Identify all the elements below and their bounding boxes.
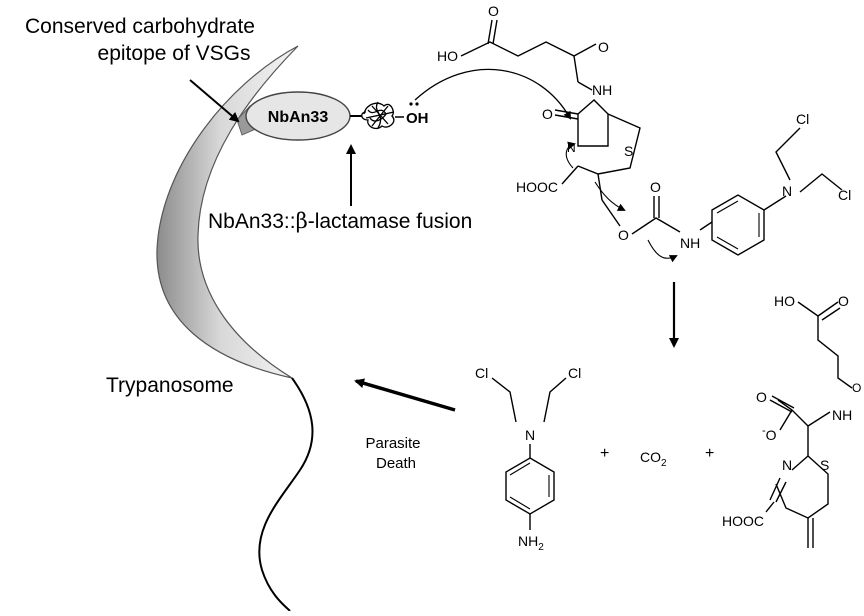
atom-hooc: HOOC [516, 179, 558, 195]
atom-cl: Cl [568, 365, 581, 381]
atom-s: S [624, 143, 633, 159]
trypanosome-label: Trypanosome [106, 374, 234, 397]
plus-sign: + [600, 445, 609, 462]
parasite-death-arrow [354, 378, 456, 412]
co2-sub: 2 [661, 458, 667, 469]
atom-nh: NH [680, 235, 700, 251]
atom-o: O [542, 106, 553, 122]
beta-lactamase-blob-icon [361, 101, 395, 130]
fusion-label-beta: β [296, 209, 308, 233]
atom-o: O [852, 381, 861, 395]
epitope-label-line1: Conserved carbohydrate [25, 15, 255, 38]
atom-o: O [838, 293, 849, 309]
atom-hooc: HOOC [722, 513, 764, 529]
co2-main: CO [640, 449, 661, 465]
atom-cl: Cl [838, 187, 851, 203]
trypanosome-flagellum [258, 377, 314, 612]
parasite-death-label-line1: Parasite [365, 435, 420, 452]
epitope-label-line2: epitope of VSGs [98, 42, 251, 65]
trypanosome-body [156, 45, 299, 379]
atom-ho: HO [774, 293, 795, 309]
trypanosome [156, 45, 314, 612]
lone-pair-dot [415, 102, 419, 106]
atom-o-neg: -O [762, 425, 777, 443]
o-neg-atom: O [766, 427, 777, 443]
atom-n: N [525, 427, 535, 443]
nucleophilic-attack-arrow [414, 68, 571, 120]
atom-n: N [782, 457, 792, 473]
o-neg-charge: - [762, 425, 766, 437]
co2-label: CO2 [640, 449, 667, 469]
fusion-label-post: -lactamase fusion [308, 210, 473, 233]
atom-o: O [598, 39, 609, 55]
atom-cl: Cl [475, 365, 488, 381]
atom-s: S [820, 457, 829, 473]
plus-sign: + [705, 445, 714, 462]
prodrug-structure: HO O O NH O N S HOOC O O NH N Cl Cl [437, 3, 851, 263]
fusion-label-pre: NbAn33:: [208, 210, 296, 233]
epitope-pointer-arrow [189, 79, 240, 123]
atom-o: O [618, 227, 629, 243]
atom-o: O [650, 179, 661, 195]
atom-nh: NH [592, 82, 612, 98]
atom-nh: NH [832, 407, 852, 423]
atom-ho: HO [437, 48, 458, 64]
nanobody-label: NbAn33 [268, 109, 329, 126]
lone-pair-dot [409, 102, 413, 106]
product-aniline-mustard: Cl Cl N NH2 [475, 365, 581, 553]
nh2-sub: 2 [538, 542, 544, 553]
nh2-main: NH [518, 533, 538, 549]
parasite-death-label-line2: Death [376, 455, 416, 472]
fusion-label: NbAn33::β-lactamase fusion [208, 209, 472, 233]
nucleophile-oh: OH [406, 110, 429, 127]
product-cephem-fragment: HO O O NH O -O S N HOOC [722, 293, 861, 548]
atom-cl: Cl [796, 111, 809, 127]
atom-o: O [756, 389, 767, 405]
atom-nh2: NH2 [518, 533, 544, 553]
atom-o: O [488, 3, 499, 19]
atom-n: N [782, 183, 792, 199]
